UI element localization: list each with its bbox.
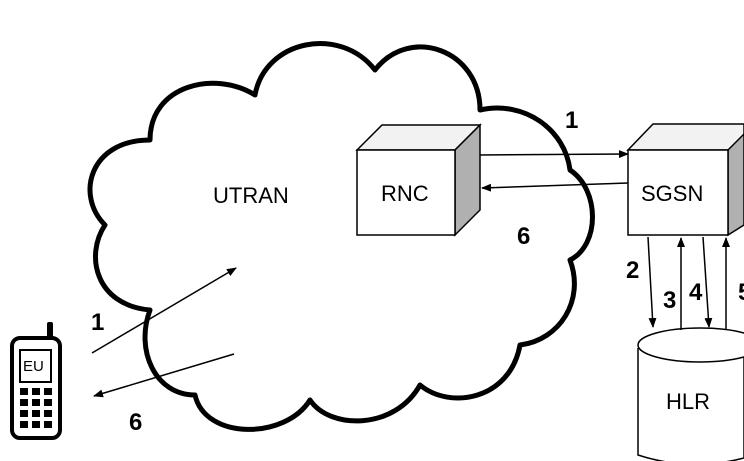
phone-label: EU xyxy=(23,358,44,375)
step-4-label: 4 xyxy=(689,279,703,306)
arrow-sgsn-to-hlr-2 xyxy=(647,236,657,328)
hlr-node: HLR xyxy=(637,327,744,461)
step-1-label-top: 1 xyxy=(565,107,578,134)
step-1-label-left: 1 xyxy=(91,309,104,336)
phone-keypad xyxy=(20,388,52,428)
step-3-label: 3 xyxy=(663,287,676,314)
hlr-cylinder-top xyxy=(637,327,744,363)
sgsn-node: SGSN xyxy=(626,123,744,237)
hlr-cylinder-body xyxy=(637,342,744,461)
hlr-label: HLR xyxy=(666,389,710,414)
arrow-rnc-to-sgsn xyxy=(479,150,629,159)
step-2-label: 2 xyxy=(626,257,639,284)
utran-label: UTRAN xyxy=(213,183,289,208)
arrow-sgsn-to-hlr-4 xyxy=(702,236,713,328)
rnc-node: RNC xyxy=(355,123,482,237)
arrow-sgsn-to-rnc xyxy=(481,182,629,192)
phone-icon: EU xyxy=(10,322,62,440)
step-6-label-mid: 6 xyxy=(517,223,530,250)
rnc-box-front xyxy=(356,149,456,236)
utran-cloud xyxy=(87,41,595,432)
sgsn-box-side xyxy=(727,132,744,237)
arrow-eu-to-utran xyxy=(91,267,237,354)
sgsn-box-top xyxy=(626,123,744,151)
phone-screen xyxy=(19,349,52,383)
sgsn-label: SGSN xyxy=(641,181,703,206)
rnc-label: RNC xyxy=(381,181,429,206)
step-5-label-partial: 5 xyxy=(738,279,744,306)
arrow-utran-to-eu xyxy=(93,353,235,398)
sgsn-box-front xyxy=(627,149,729,236)
step-6-label-bottom: 6 xyxy=(129,409,142,436)
